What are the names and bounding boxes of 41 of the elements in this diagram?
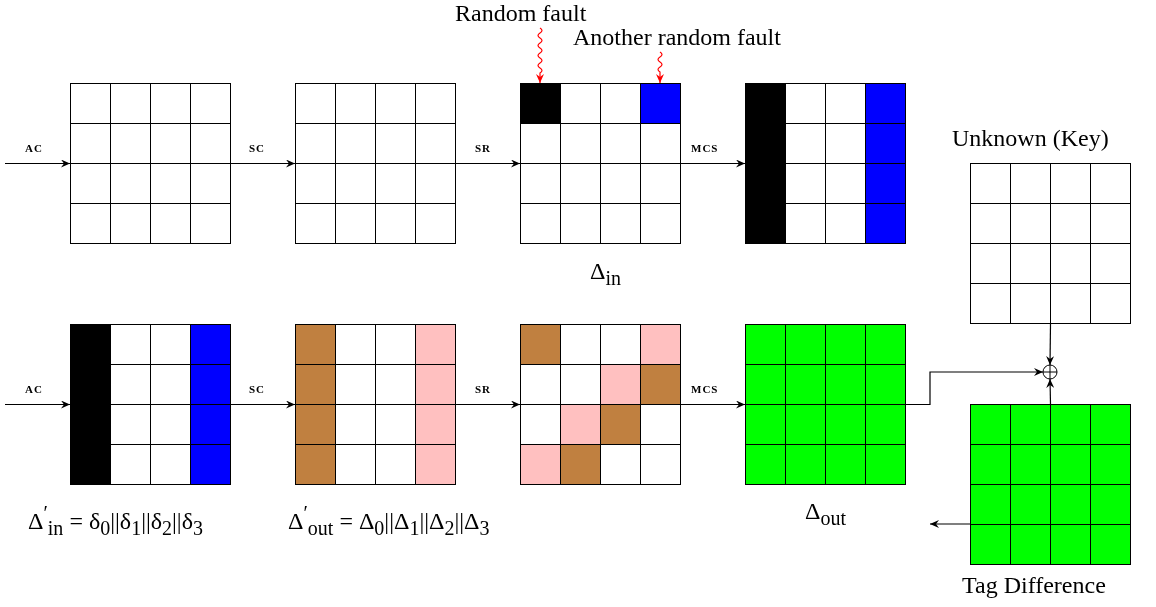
difference-label: Δ$_{out}$ xyxy=(805,498,846,531)
arrow xyxy=(4,400,71,409)
state-matrix xyxy=(970,163,1131,324)
edge-label: AC xyxy=(24,383,44,395)
edge-label: MCS xyxy=(690,142,720,154)
arrow xyxy=(680,159,746,168)
state-matrix xyxy=(970,404,1131,565)
xor-symbol xyxy=(1042,364,1058,380)
edge-label: SR xyxy=(474,142,493,154)
arrow xyxy=(1046,378,1055,405)
arrow xyxy=(1046,323,1055,366)
arrow xyxy=(230,159,296,168)
state-matrix xyxy=(295,324,456,485)
fault-arrow xyxy=(656,51,664,84)
matrix-heading: Unknown (Key) xyxy=(952,125,1109,151)
annotation-label: Another random fault xyxy=(573,24,781,50)
difference-label: Δ$_{in}$ xyxy=(590,258,621,291)
state-matrix xyxy=(745,83,906,244)
edge-label: AC xyxy=(24,142,44,154)
difference-label: Δ$^{′}$$_{in}$ = δ$_{0}$||δ$_{1}$||δ$_{2}$||δ$_{3}$ xyxy=(28,501,203,541)
annotation-label: Random fault xyxy=(455,0,587,26)
state-matrix xyxy=(520,324,681,485)
arrow xyxy=(929,520,971,528)
edge-label: SC xyxy=(248,383,267,395)
arrow xyxy=(455,159,521,168)
difference-label: Δ$^{′}$$_{out}$ = Δ$_{0}$||Δ$_{1}$||Δ$_{2}$||Δ$_{3}$ xyxy=(288,501,490,541)
arrow xyxy=(230,400,296,409)
matrix-heading: Tag Difference xyxy=(962,572,1106,598)
fault-arrow xyxy=(536,27,544,84)
state-matrix xyxy=(295,83,456,244)
edge-label: MCS xyxy=(690,383,720,395)
arrow xyxy=(680,400,746,409)
state-matrix xyxy=(70,324,231,485)
state-matrix xyxy=(520,83,681,244)
edge-label: SR xyxy=(474,383,493,395)
state-matrix xyxy=(70,83,231,244)
arrow xyxy=(455,400,521,409)
edge-label: SC xyxy=(248,142,267,154)
arrow xyxy=(905,368,1044,406)
arrow xyxy=(4,159,71,168)
state-matrix xyxy=(745,324,906,485)
